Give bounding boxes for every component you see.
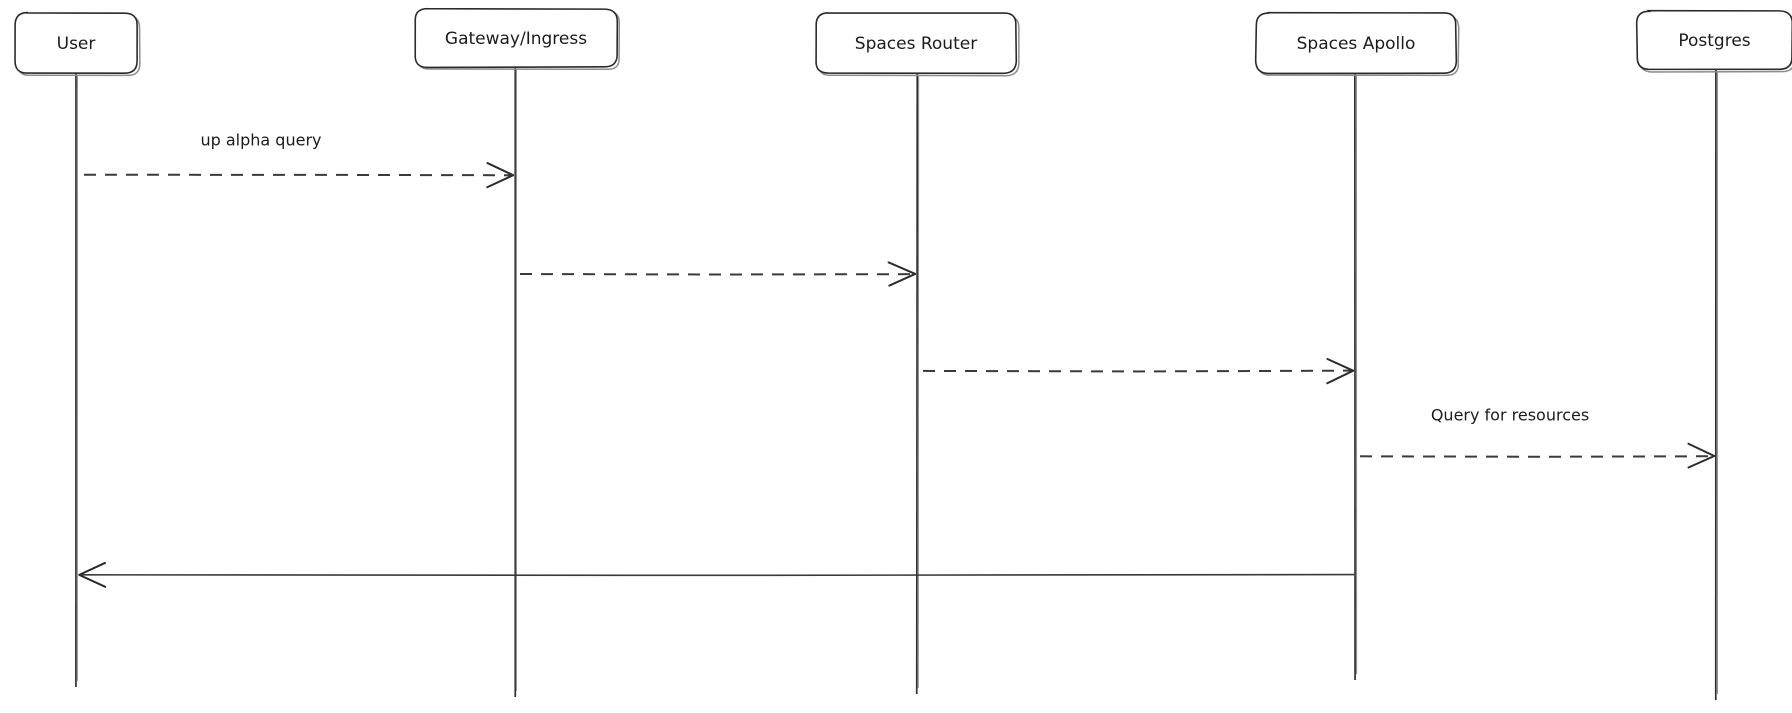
participants-layer: User Gateway/Ingress Spaces Router Spaces A…	[14, 7, 1792, 77]
participant-box-router[interactable]: Spaces Router	[815, 11, 1020, 77]
participant-box-postgres[interactable]: Postgres	[1635, 9, 1792, 73]
lifeline-router	[915, 72, 920, 695]
participant-box-user[interactable]: User	[14, 11, 141, 77]
message-line-m3	[922, 369, 1354, 373]
lifelines-layer	[75, 66, 1718, 701]
arrowhead-m4	[1687, 442, 1716, 469]
message-line-m5	[78, 573, 1356, 577]
participant-label-apollo: Spaces Apollo	[1297, 34, 1416, 54]
message-label-m4: Query for resources	[1431, 406, 1589, 425]
arrowhead-m5	[78, 561, 107, 588]
participant-label-gateway: Gateway/Ingress	[445, 29, 587, 49]
lifeline-gateway	[514, 66, 517, 698]
message-m2[interactable]	[519, 261, 917, 287]
arrowhead-m2	[887, 261, 917, 287]
arrowhead-m3	[1326, 358, 1355, 385]
message-line-m4	[1359, 455, 1715, 458]
arrowhead-m1	[486, 162, 515, 189]
lifeline-postgres	[1714, 68, 1718, 701]
lifeline-apollo	[1353, 72, 1358, 681]
participant-label-user: User	[57, 34, 96, 54]
message-m4[interactable]: Query for resources	[1359, 406, 1716, 469]
participant-box-apollo[interactable]: Spaces Apollo	[1254, 11, 1460, 77]
message-m5[interactable]	[78, 561, 1356, 588]
message-label-m1: up alpha query	[200, 131, 321, 150]
participant-label-postgres: Postgres	[1678, 31, 1750, 51]
participant-box-gateway[interactable]: Gateway/Ingress	[414, 7, 621, 70]
message-m3[interactable]	[922, 358, 1355, 385]
participant-label-router: Spaces Router	[855, 34, 977, 54]
lifeline-user	[75, 72, 78, 688]
message-m1[interactable]: up alpha query	[83, 131, 515, 189]
